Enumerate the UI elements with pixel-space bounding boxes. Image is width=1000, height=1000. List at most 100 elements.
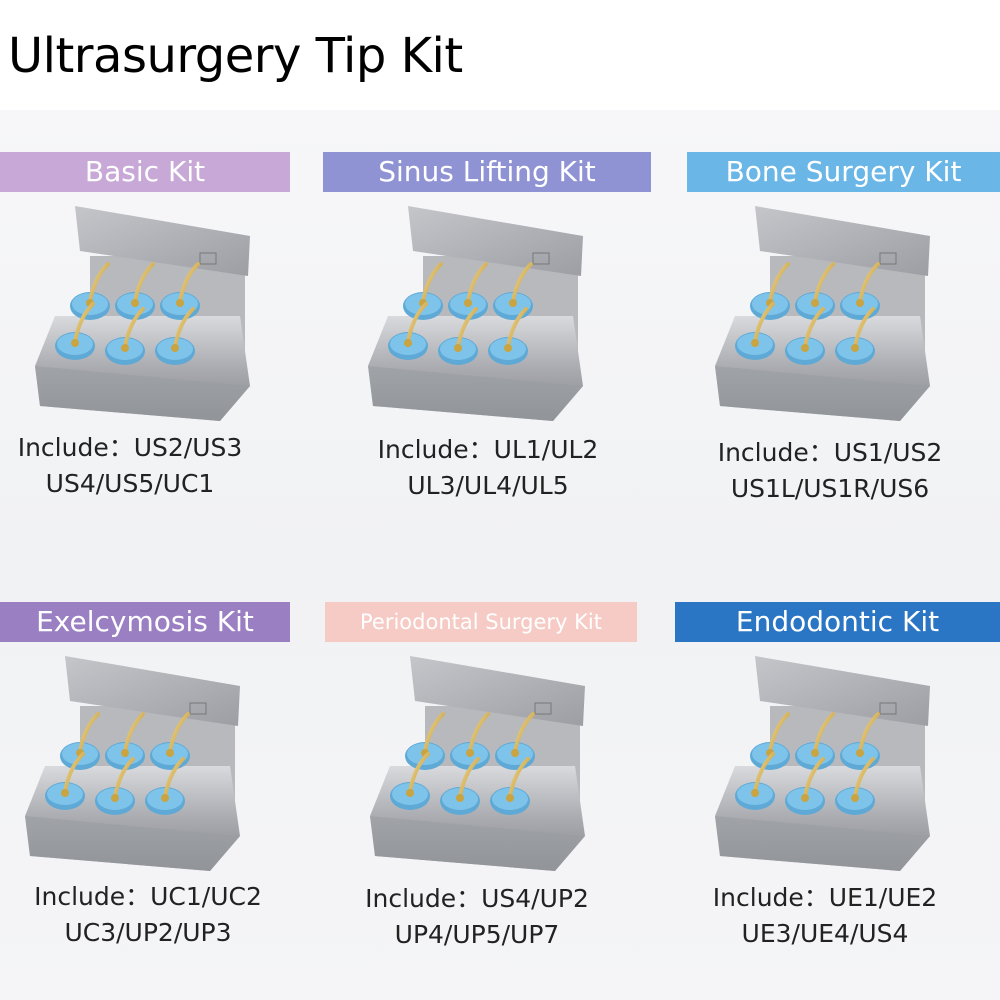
- gold-tip-base: [121, 344, 129, 352]
- gold-tip: [178, 262, 200, 304]
- gold-tip-base: [751, 789, 759, 797]
- gold-tip: [113, 757, 135, 799]
- kit-contents-line1: Include：UC1/UC2: [34, 882, 262, 911]
- gold-tip-base: [454, 344, 462, 352]
- gold-tip: [78, 712, 100, 754]
- gold-tip-base: [811, 299, 819, 307]
- gold-tip: [803, 307, 825, 349]
- kit-contents-line2: UP4/UP5/UP7: [394, 920, 560, 949]
- tray-lid-logo: [199, 252, 217, 265]
- gold-tip: [508, 757, 530, 799]
- kit-contents-line1: Include：UL1/UL2: [377, 435, 599, 464]
- kit-contents-line1: Include：US2/US3: [17, 433, 243, 462]
- gold-tip: [406, 302, 428, 344]
- gold-tip-base: [166, 749, 174, 757]
- gold-tip: [468, 712, 490, 754]
- kit-sinus-lifting: Sinus Lifting Kit Include：UL1/UL2 UL3/UL…: [323, 152, 653, 522]
- gold-tip-base: [121, 749, 129, 757]
- gold-tip-base: [851, 344, 859, 352]
- gold-tip-base: [504, 344, 512, 352]
- kit-header: Bone Surgery Kit: [687, 152, 1000, 192]
- tray-lid: [410, 656, 585, 726]
- gold-tip-base: [801, 794, 809, 802]
- tray-front-face: [25, 816, 240, 871]
- gold-tip: [853, 757, 875, 799]
- gold-tip: [123, 712, 145, 754]
- tray-lid: [65, 656, 240, 726]
- tip-tray-image: [715, 656, 930, 871]
- gold-tip-base: [131, 299, 139, 307]
- gold-tip: [458, 757, 480, 799]
- gold-tip: [88, 262, 110, 304]
- gold-tip: [753, 752, 775, 794]
- tray-front-face: [35, 366, 250, 421]
- gold-tip: [803, 757, 825, 799]
- gold-tip-base: [751, 339, 759, 347]
- gold-tip-base: [161, 794, 169, 802]
- kit-header: Basic Kit: [0, 152, 290, 192]
- gold-tip: [858, 262, 880, 304]
- tip-tray-image: [35, 206, 250, 421]
- tray-lid: [75, 206, 250, 276]
- gold-tip-base: [506, 794, 514, 802]
- kit-exelcymosis: Exelcymosis Kit Include：UC1/UC2 UC3/UP2/…: [0, 602, 330, 972]
- tray-lid: [408, 206, 583, 276]
- gold-tip: [813, 262, 835, 304]
- kit-contents-line1: Include：US1/US2: [717, 438, 943, 467]
- gold-tip: [513, 712, 535, 754]
- tip-tray-image: [715, 206, 930, 421]
- tray-front-face: [368, 366, 583, 421]
- gold-tip-base: [71, 339, 79, 347]
- gold-tip: [123, 307, 145, 349]
- gold-tip: [456, 307, 478, 349]
- gold-tip-base: [111, 794, 119, 802]
- tray-lid-logo: [879, 252, 897, 265]
- gold-tip-base: [511, 749, 519, 757]
- gold-tip: [466, 262, 488, 304]
- gold-tip-base: [509, 299, 517, 307]
- gold-tip: [408, 752, 430, 794]
- gold-tip-base: [466, 749, 474, 757]
- gold-tip: [423, 712, 445, 754]
- tip-tray-image: [370, 656, 585, 871]
- tray-lid-logo: [534, 702, 552, 715]
- gold-tip: [813, 712, 835, 754]
- tray-lid-logo: [532, 252, 550, 265]
- gold-tip-base: [456, 794, 464, 802]
- gold-tip-base: [61, 789, 69, 797]
- kit-contents-line2: US4/US5/UC1: [45, 469, 215, 498]
- gold-tip-base: [856, 299, 864, 307]
- gold-tip-base: [851, 794, 859, 802]
- gold-tip: [163, 757, 185, 799]
- gold-tip-base: [856, 749, 864, 757]
- tip-tray-image: [368, 206, 583, 421]
- kit-contents-line2: UL3/UL4/UL5: [407, 471, 569, 500]
- kit-header: Endodontic Kit: [675, 602, 1000, 642]
- gold-tip-base: [406, 789, 414, 797]
- kit-contents-line2: UC3/UP2/UP3: [64, 918, 232, 947]
- gold-tip: [506, 307, 528, 349]
- kit-contents-line1: Include：US4/UP2: [365, 884, 589, 913]
- gold-tip: [73, 302, 95, 344]
- kit-endodontic: Endodontic Kit Include：UE1/UE2 UE3/UE4/U…: [670, 602, 1000, 972]
- kit-header: Sinus Lifting Kit: [323, 152, 651, 192]
- gold-tip: [768, 712, 790, 754]
- gold-tip: [168, 712, 190, 754]
- gold-tip: [768, 262, 790, 304]
- gold-tip-base: [801, 344, 809, 352]
- gold-tip: [753, 302, 775, 344]
- kit-bone-surgery: Bone Surgery Kit Include：US1/US2 US1L/US…: [670, 152, 1000, 522]
- gold-tip: [511, 262, 533, 304]
- gold-tip: [853, 307, 875, 349]
- kit-contents-line1: Include：UE1/UE2: [712, 883, 938, 912]
- gold-tip: [173, 307, 195, 349]
- gold-tip-base: [404, 339, 412, 347]
- gold-tip-base: [811, 749, 819, 757]
- kit-header: Periodontal Surgery Kit: [325, 602, 637, 642]
- tray-front-face: [715, 366, 930, 421]
- kit-header: Exelcymosis Kit: [0, 602, 290, 642]
- gold-tip: [63, 752, 85, 794]
- gold-tip: [858, 712, 880, 754]
- tray-lid-logo: [189, 702, 207, 715]
- gold-tip-base: [171, 344, 179, 352]
